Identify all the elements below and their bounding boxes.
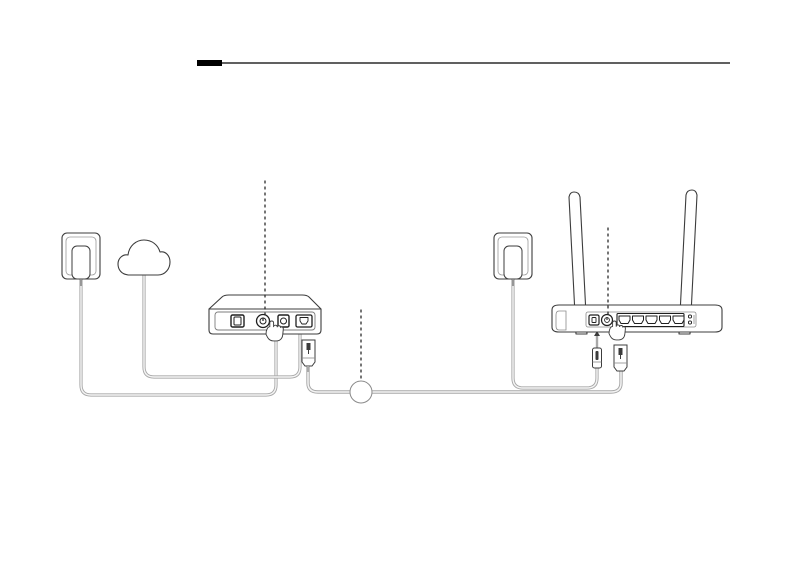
router-lan-port[interactable] — [672, 315, 685, 324]
router-lan-ports[interactable] — [616, 312, 685, 328]
router-reset-buttons[interactable] — [687, 314, 695, 325]
router-lan-port[interactable] — [659, 315, 671, 324]
ethernet-plug-right — [613, 344, 628, 372]
router-antenna-left — [568, 191, 588, 335]
dc-plug-router — [592, 347, 602, 369]
cable-modem-power — [79, 277, 278, 397]
router-device — [551, 304, 723, 341]
router-antenna-right — [678, 189, 698, 335]
internet-cloud-icon — [117, 239, 171, 276]
cable-router-power-lead — [594, 331, 600, 348]
modem-power-button[interactable] — [255, 313, 271, 329]
router-lan-port[interactable] — [618, 315, 631, 324]
cable-router-power — [511, 277, 599, 390]
power-adapter-modem — [61, 232, 101, 286]
router-lan-port[interactable] — [632, 315, 644, 324]
modem-lan-port[interactable] — [230, 314, 245, 328]
router-power-jack[interactable] — [588, 314, 600, 326]
router-lan-port[interactable] — [645, 315, 658, 324]
header-rule — [197, 60, 730, 66]
ethernet-plug-left — [301, 339, 316, 372]
cable-marker-circle — [349, 380, 373, 404]
router-power-button[interactable] — [600, 313, 614, 327]
power-adapter-router — [493, 232, 533, 286]
cable-ethernet-link — [306, 364, 623, 394]
cable-modem-dsl — [142, 274, 302, 379]
modem-power-jack[interactable] — [277, 314, 290, 328]
modem-dsl-port[interactable] — [295, 314, 313, 328]
modem-device — [208, 294, 322, 342]
